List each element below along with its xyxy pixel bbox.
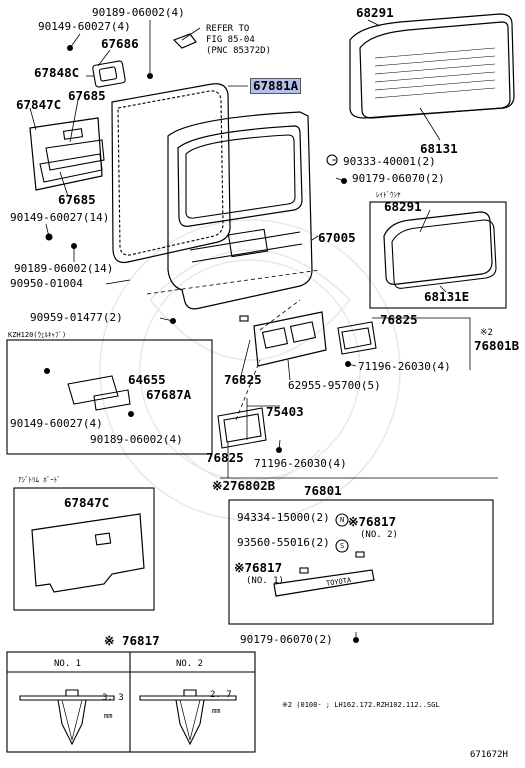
label-90149-60027-14: 90149-60027(14)	[10, 211, 110, 224]
label-68291-sub: 68291	[384, 199, 422, 214]
label-tbl-no2: NO. 2	[176, 659, 204, 669]
lower-trim	[39, 153, 103, 183]
label-67005: 67005	[318, 230, 356, 245]
label-dim1: 3. 3	[102, 693, 124, 703]
leader-lines	[29, 19, 447, 640]
label-tbl-no1: NO. 1	[54, 659, 82, 669]
label-76825-c: 76825	[206, 450, 244, 465]
inner-bracket	[67, 375, 131, 411]
back-glass	[349, 13, 515, 119]
figure-id: 671672H	[470, 750, 508, 760]
marker-n: N	[340, 516, 345, 524]
label-90189-06002-4-box: 90189-06002(4)	[90, 433, 183, 446]
lamp-lens-lower	[217, 407, 267, 449]
label-90149-60027-4-box: 90149-60027(4)	[10, 417, 103, 430]
watermark	[99, 219, 401, 521]
label-dim2: 2. 7	[210, 690, 232, 700]
label-75403: 75403	[266, 404, 304, 419]
label-mm2: mm	[212, 707, 221, 715]
label-refer-1: REFER TO	[206, 24, 250, 34]
sub-glass	[383, 211, 497, 289]
emblem-bar	[273, 569, 375, 597]
label-rear-note: ﾚｲﾄﾞｳｼﾔ	[376, 191, 401, 199]
fasteners	[44, 45, 359, 643]
label-90179-06070-2: 90179-06070(2)	[352, 172, 445, 185]
label-67686: 67686	[101, 36, 139, 51]
label-76825-b: 76825	[224, 372, 262, 387]
clip-no1	[19, 689, 115, 746]
side-trim-panel	[29, 117, 103, 191]
label-94334-15000: 94334-15000(2)	[237, 511, 330, 524]
label-76801B: 76801B	[474, 338, 520, 353]
label-refer-2: FIG 85-04	[206, 35, 255, 45]
label-68131: 68131	[420, 141, 458, 156]
label-67848C: 67848C	[34, 65, 80, 80]
label-67685-b: 67685	[58, 192, 96, 207]
label-mm1: mm	[104, 712, 113, 720]
license-lamp-housing	[239, 311, 327, 367]
label-76817-n: ※76817	[348, 514, 397, 529]
hinge-bracket	[172, 33, 197, 49]
back-door-panel	[167, 111, 313, 310]
sub-glass-box	[369, 201, 507, 309]
label-awd-note: ｱｼﾞﾄﾘﾑ ﾎﾞｰﾄﾞ	[18, 476, 61, 484]
label-refer-3: (PNC 85372D)	[206, 46, 272, 56]
label-no2-a: (NO. 2)	[360, 530, 398, 540]
label-star2-a: ※2	[480, 328, 493, 338]
label-footnote: ※2 (0108- ; LH162.172.RZH102.112..SGL	[282, 701, 440, 709]
label-90149-60027-4-top: 90149-60027(4)	[38, 20, 131, 33]
kzh120-box	[6, 339, 213, 455]
label-64655: 64655	[128, 372, 166, 387]
garnish-67686	[92, 60, 126, 88]
label-93560-55016: 93560-55016(2)	[237, 536, 330, 549]
label-90959-01477: 90959-01477(2)	[30, 311, 123, 324]
label-76825-a: 76825	[380, 312, 418, 327]
label-90950-01004: 90950-01004	[10, 277, 83, 290]
lamp-lens-upper	[337, 321, 377, 355]
back-door-weatherstrip	[111, 83, 231, 264]
clip-no2	[139, 689, 237, 746]
label-67685-a: 67685	[68, 88, 106, 103]
label-90179-06070-bot: 90179-06070(2)	[240, 633, 333, 646]
label-76801: 76801	[304, 483, 342, 498]
label-90333-40001: 90333-40001(2)	[343, 155, 436, 168]
label-76817-1: ※76817	[234, 560, 283, 575]
label-76817-tbl: ※ 76817	[104, 633, 160, 648]
label-90189-06002-14: 90189-06002(14)	[14, 262, 114, 275]
label-90189-06002-4-top: 90189-06002(4)	[92, 6, 185, 19]
label-62955-95700: 62955-95700(5)	[288, 379, 381, 392]
marker-s: S	[340, 542, 345, 550]
emblem-box	[228, 499, 494, 625]
label-68131E: 68131E	[424, 289, 470, 304]
label-no1-a: (NO. 1)	[246, 576, 284, 586]
label-67847C-top: 67847C	[16, 97, 62, 112]
clip-table	[6, 651, 256, 753]
label-67881A[interactable]: 67881A	[250, 78, 302, 94]
label-67687A: 67687A	[146, 387, 192, 402]
label-71196-26030-a: 71196-26030(4)	[358, 360, 451, 373]
trim-board	[31, 513, 145, 593]
label-76802B: ※276802B	[212, 478, 276, 493]
trim-board-box	[13, 487, 155, 611]
label-68291-top: 68291	[356, 5, 394, 20]
label-kzh-note: KZH120(ｳｪﾙｷｬﾌﾞ)	[8, 331, 67, 339]
label-67847C-box: 67847C	[64, 495, 110, 510]
label-71196-26030-b: 71196-26030(4)	[254, 457, 347, 470]
